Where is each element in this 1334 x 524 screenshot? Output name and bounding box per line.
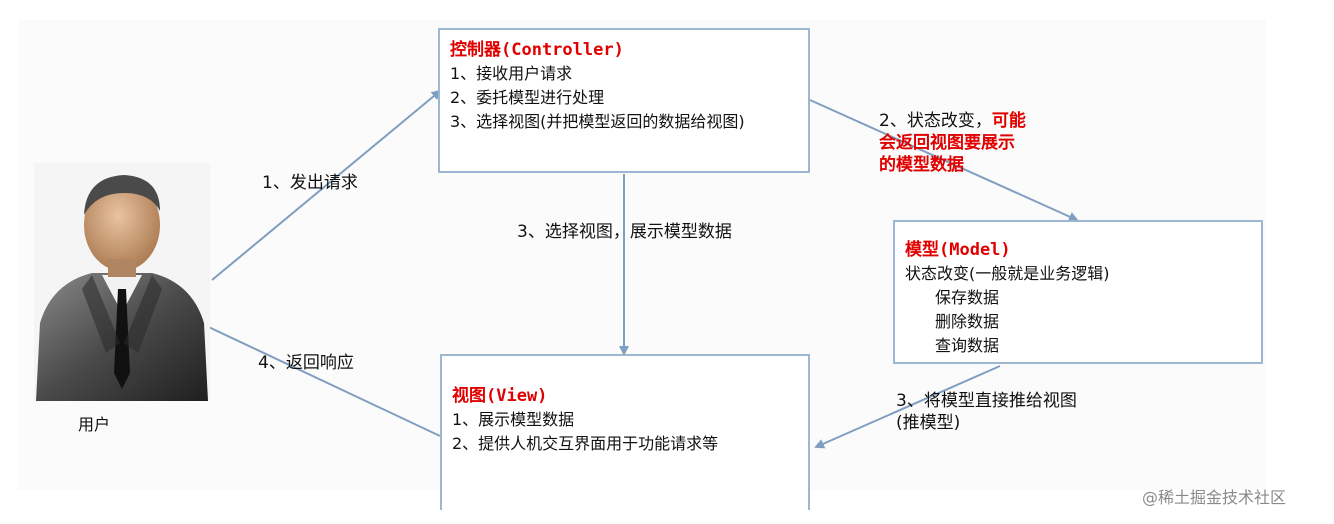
label-state-change: 2、状态改变，可能 会返回视图要展示 的模型数据 bbox=[879, 110, 1026, 176]
controller-line-1: 1、接收用户请求 bbox=[450, 64, 573, 83]
view-box: 视图(View) 1、展示模型数据 2、提供人机交互界面用于功能请求等 bbox=[440, 354, 810, 510]
user-label: 用户 bbox=[78, 415, 111, 434]
arrow-push-model bbox=[814, 365, 1001, 449]
label-return-response: 4、返回响应 bbox=[258, 353, 354, 373]
controller-title: 控制器(Controller) bbox=[450, 40, 624, 60]
model-line-1: 状态改变(一般就是业务逻辑) bbox=[905, 264, 1110, 283]
watermark: @稀土掘金技术社区 bbox=[1142, 488, 1287, 507]
push-model-line-2: (推模型) bbox=[896, 413, 961, 433]
arrow-state-change bbox=[809, 99, 1079, 222]
view-line-2: 2、提供人机交互界面用于功能请求等 bbox=[452, 434, 719, 453]
model-line-4: 查询数据 bbox=[935, 336, 1000, 355]
view-title: 视图(View) bbox=[452, 386, 548, 406]
controller-line-2: 2、委托模型进行处理 bbox=[450, 88, 605, 107]
state-change-red-2: 会返回视图要展示 bbox=[879, 133, 1015, 153]
controller-box: 控制器(Controller) 1、接收用户请求 2、委托模型进行处理 3、选择… bbox=[438, 28, 810, 173]
user-icon bbox=[34, 163, 210, 401]
model-box: 模型(Model) 状态改变(一般就是业务逻辑) 保存数据 删除数据 查询数据 bbox=[893, 220, 1263, 364]
model-title: 模型(Model) bbox=[905, 240, 1011, 260]
push-model-line-1: 3、将模型直接推给视图 bbox=[896, 391, 1077, 411]
state-change-line-1: 2、状态改变，可能 bbox=[879, 110, 1026, 132]
state-change-red-3: 的模型数据 bbox=[879, 155, 964, 175]
label-send-request: 1、发出请求 bbox=[262, 173, 358, 193]
arrow-return-response bbox=[196, 320, 441, 437]
label-push-model: 3、将模型直接推给视图 (推模型) bbox=[896, 390, 1077, 434]
state-change-prefix: 2、状态改变， bbox=[879, 111, 992, 131]
model-line-3: 删除数据 bbox=[935, 312, 1000, 331]
arrow-send-request bbox=[211, 89, 442, 281]
model-line-2: 保存数据 bbox=[935, 288, 1000, 307]
state-change-red-1: 可能 bbox=[991, 111, 1026, 131]
view-line-1: 1、展示模型数据 bbox=[452, 410, 575, 429]
controller-line-3: 3、选择视图(并把模型返回的数据给视图) bbox=[450, 112, 745, 131]
label-select-view: 3、选择视图，展示模型数据 bbox=[517, 222, 732, 242]
